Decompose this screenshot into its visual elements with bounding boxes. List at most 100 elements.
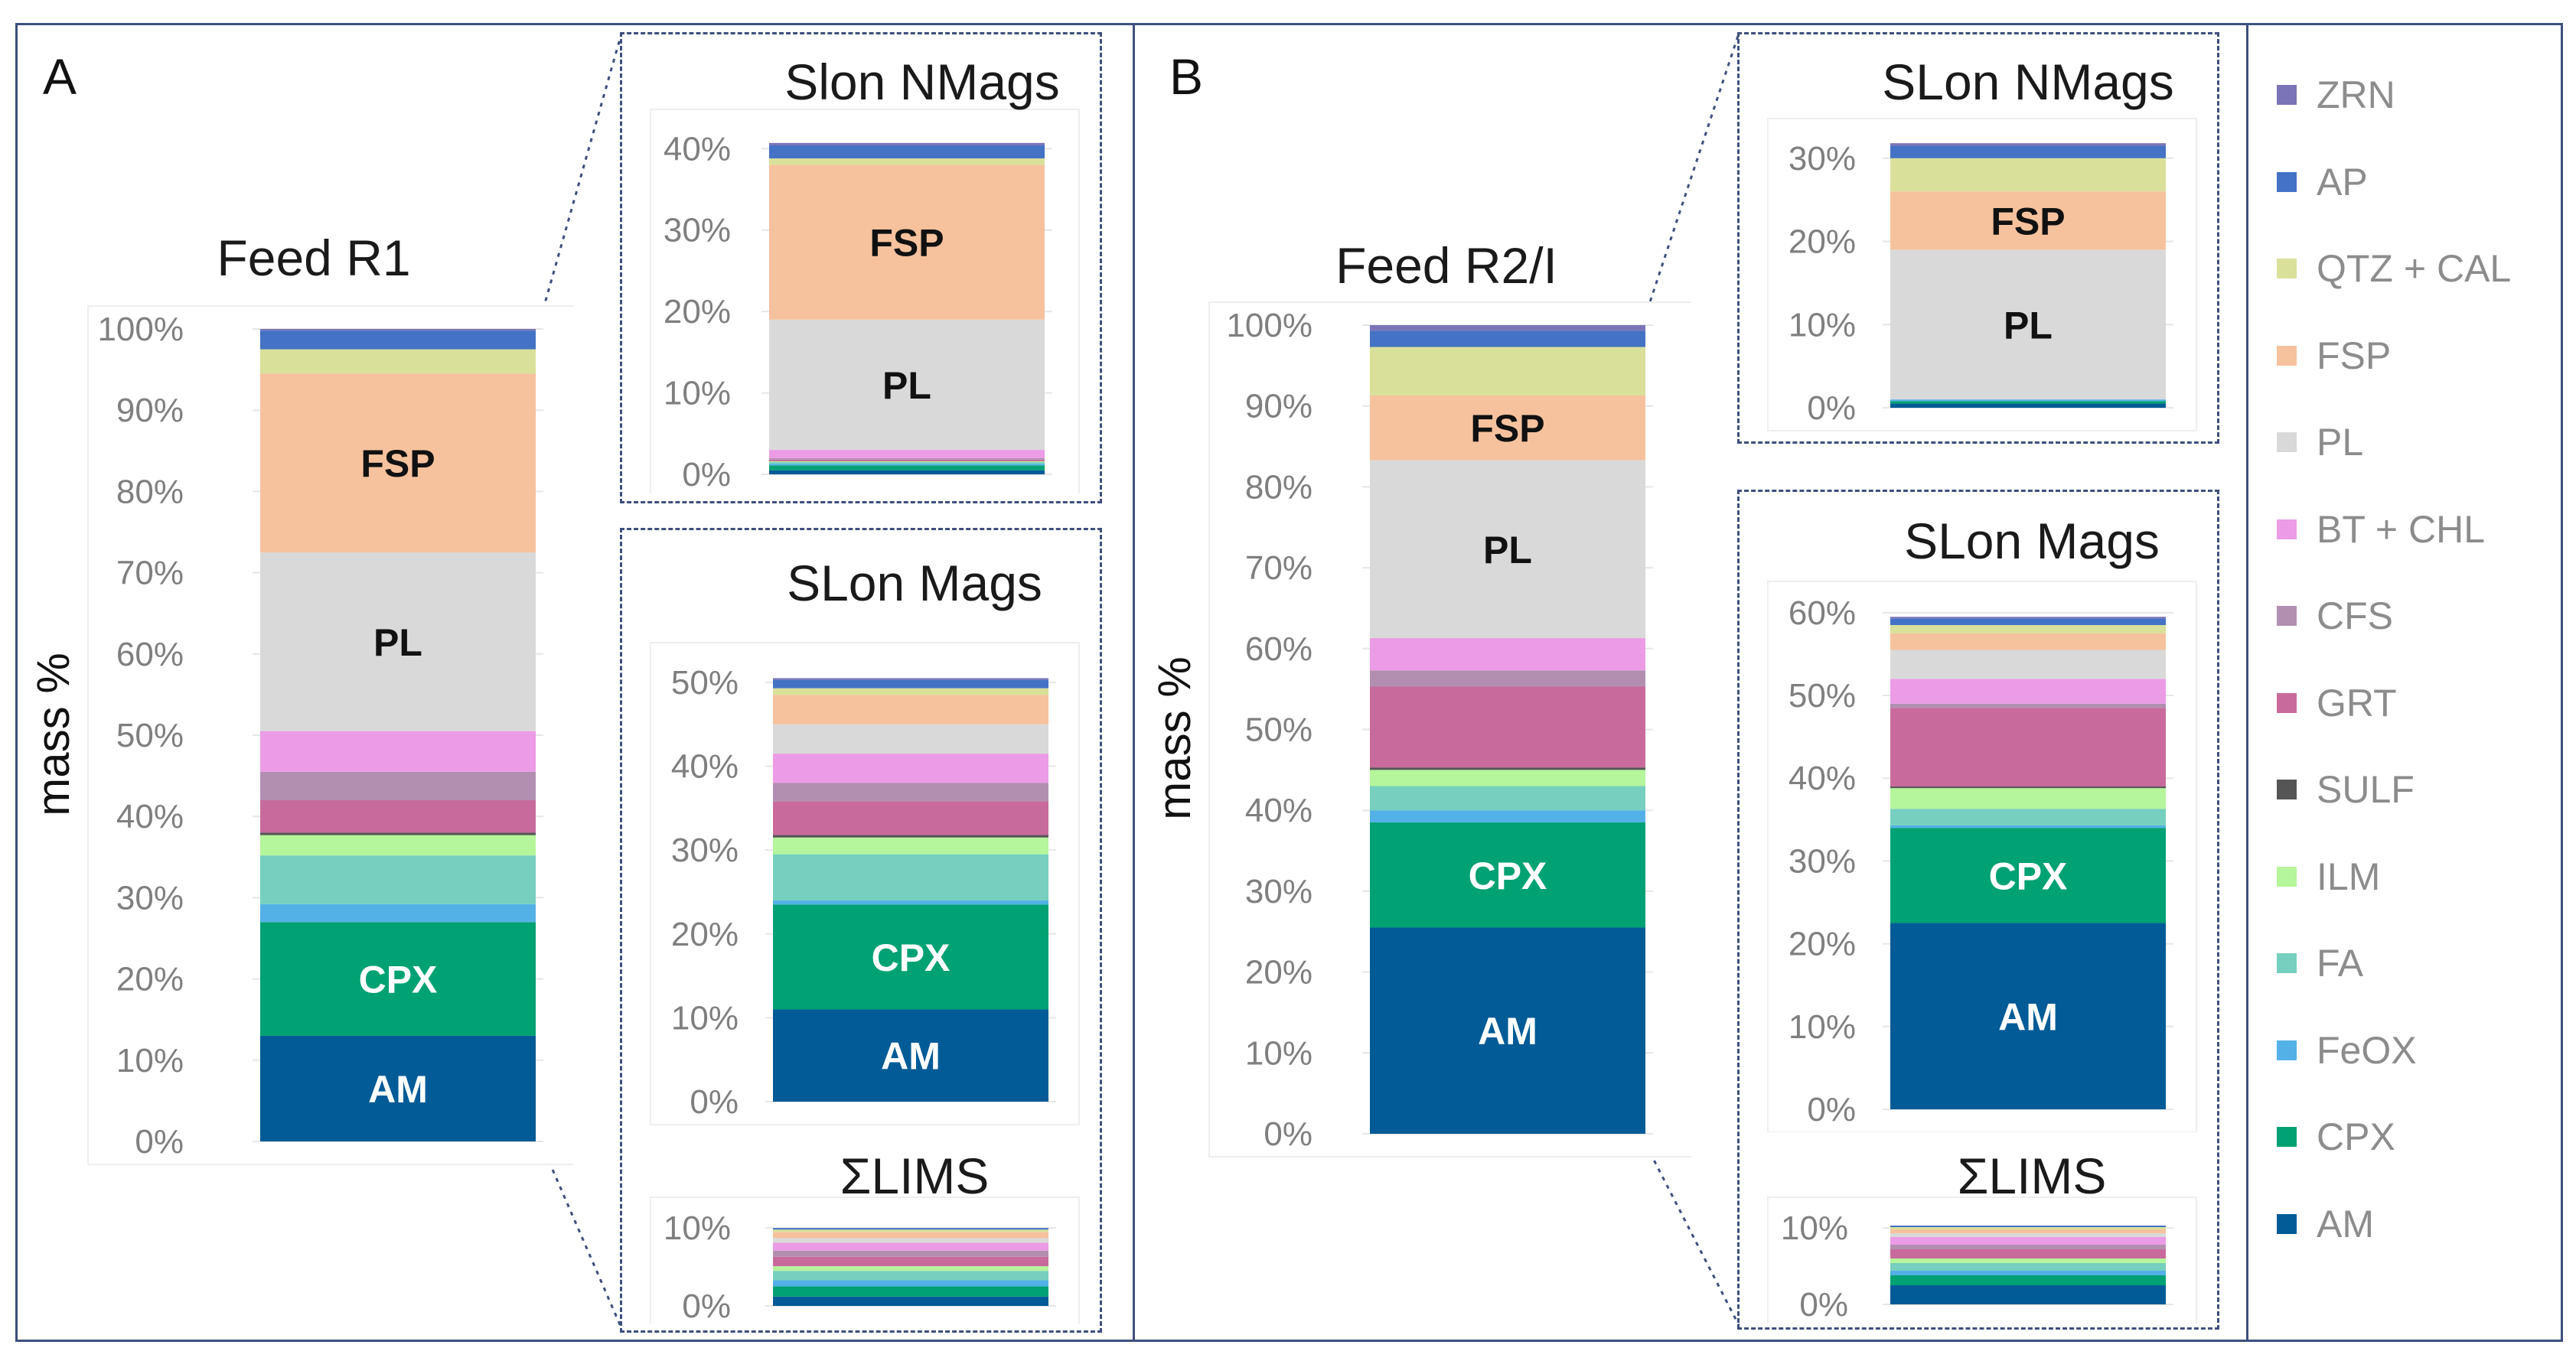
legend-swatch	[2277, 1213, 2297, 1234]
tick-label: 0%	[135, 1123, 184, 1161]
tick-label: 50%	[116, 717, 184, 754]
tick-label: 80%	[1245, 468, 1312, 506]
tick-label: 60%	[116, 636, 184, 673]
bar-segment-pl	[1890, 249, 2166, 400]
bar-segment-cfs	[1890, 1245, 2166, 1249]
legend-label: ZRN	[2317, 73, 2395, 116]
tick-label: 70%	[116, 555, 184, 592]
bar-segment-zrn	[1890, 143, 2166, 146]
tick-label: 30%	[116, 879, 184, 917]
tick-label: 40%	[671, 748, 739, 786]
bar-segment-zrn	[1370, 325, 1645, 331]
tick-label: 0%	[1807, 1091, 1856, 1128]
bar-segment-zrn	[260, 329, 536, 331]
bar-label: AM	[1998, 995, 2058, 1038]
bar-segment-qtz-cal	[773, 1229, 1048, 1232]
y-axis-label: mass %	[1149, 656, 1200, 819]
bar-segment-pl	[1370, 460, 1645, 639]
tick-label: 40%	[1789, 760, 1856, 797]
bar-label: AM	[881, 1035, 941, 1078]
chart-title: SLon Mags	[787, 555, 1042, 611]
bar-segment-pl	[1890, 1233, 2166, 1237]
legend-swatch	[2277, 780, 2297, 799]
bar-segment-pl	[260, 552, 536, 731]
bar-segment-cpx	[773, 904, 1048, 1010]
feed-r1-chart: Feed R10%10%20%30%40%50%60%70%80%90%100%…	[28, 230, 574, 1165]
bar-segment-ap	[1890, 1226, 2166, 1227]
tick-label: 40%	[1245, 792, 1312, 829]
bar-segment-cpx	[1890, 1275, 2166, 1285]
tick-label: 10%	[1781, 1210, 1848, 1247]
legend-item: CPX	[2277, 1115, 2395, 1159]
tick-label: 0%	[690, 1083, 739, 1121]
legend-label: QTZ + CAL	[2317, 247, 2512, 290]
legend-label: FeOX	[2317, 1028, 2417, 1072]
legend-swatch	[2277, 692, 2297, 713]
legend-label: FSP	[2317, 334, 2392, 377]
legend-swatch	[2277, 85, 2297, 105]
bar-segment-fa	[1890, 809, 2166, 825]
tick-label: 80%	[116, 473, 184, 510]
legend-swatch	[2277, 171, 2297, 192]
bar-segment-pl	[773, 1238, 1048, 1243]
bar-segment-bt-chl	[1890, 1237, 2166, 1245]
bar-label: FSP	[1991, 200, 2065, 243]
tick-label: 40%	[116, 798, 184, 835]
legend-swatch	[2277, 1127, 2297, 1147]
bar-segment-pl	[769, 319, 1045, 451]
bar-segment-fsp	[769, 164, 1045, 320]
bar-segment-fsp	[1890, 1229, 2166, 1233]
legend-frame	[2246, 23, 2563, 1342]
bar-segment-ilm	[773, 1266, 1048, 1271]
tick-label: 90%	[116, 392, 184, 429]
bar-label: FSP	[1470, 407, 1544, 450]
bar-segment-ilm	[1370, 770, 1645, 786]
bar-segment-grt	[1370, 686, 1645, 768]
bar-label: CPX	[872, 936, 951, 979]
bar-segment-sulf	[1890, 786, 2166, 789]
bar-segment-bt-chl	[773, 754, 1048, 783]
bar-segment-qtz-cal	[1890, 158, 2166, 192]
bar-segment-ap	[1370, 330, 1645, 347]
legend-swatch	[2277, 1040, 2297, 1060]
bar-segment-feox	[769, 464, 1045, 466]
bar-segment-cpx	[1370, 822, 1645, 928]
bar-segment-feox	[1890, 1271, 2166, 1275]
bar-segment-cfs	[1370, 670, 1645, 687]
bar-segment-bt-chl	[773, 1242, 1048, 1251]
legend-item: FeOX	[2277, 1028, 2417, 1073]
bar-segment-ilm	[769, 461, 1045, 463]
bar-segment-am	[769, 470, 1045, 474]
tick-label: 60%	[1789, 594, 1856, 632]
bar-segment-cpx	[773, 1286, 1048, 1297]
tick-label: 20%	[1789, 223, 1856, 261]
tick-label: 10%	[1789, 306, 1856, 344]
bar-segment-grt	[260, 799, 536, 833]
bar-label: CPX	[1989, 855, 2068, 897]
bar-segment-bt-chl	[1370, 638, 1645, 671]
tick-label: 10%	[116, 1042, 184, 1079]
bar-segment-feox	[1890, 825, 2166, 829]
legend-label: PL	[2317, 421, 2364, 464]
bar-segment-grt	[773, 1256, 1048, 1267]
tick-label: 20%	[671, 916, 739, 953]
bar-segment-cfs	[1890, 703, 2166, 708]
bar-segment-sulf	[1370, 767, 1645, 770]
bar-segment-am	[1890, 923, 2166, 1109]
bar-segment-zrn	[773, 678, 1048, 680]
tick-label: 90%	[1245, 388, 1312, 425]
chart-title: Feed R2/I	[1335, 237, 1557, 294]
bar-segment-ilm	[1890, 1258, 2166, 1263]
bar-segment-cpx	[260, 922, 536, 1036]
legend-item: FSP	[2277, 334, 2391, 378]
legend-swatch	[2277, 519, 2297, 539]
bar-segment-cfs	[773, 783, 1048, 802]
feed-r2-chart: Feed R2/I0%10%20%30%40%50%60%70%80%90%10…	[1149, 237, 1691, 1158]
bar-segment-qtz-cal	[769, 158, 1045, 165]
tick-label: 20%	[116, 961, 184, 998]
tick-label: 10%	[1245, 1034, 1312, 1072]
tick-label: 20%	[1789, 926, 1856, 963]
bar-segment-cfs	[260, 771, 536, 800]
